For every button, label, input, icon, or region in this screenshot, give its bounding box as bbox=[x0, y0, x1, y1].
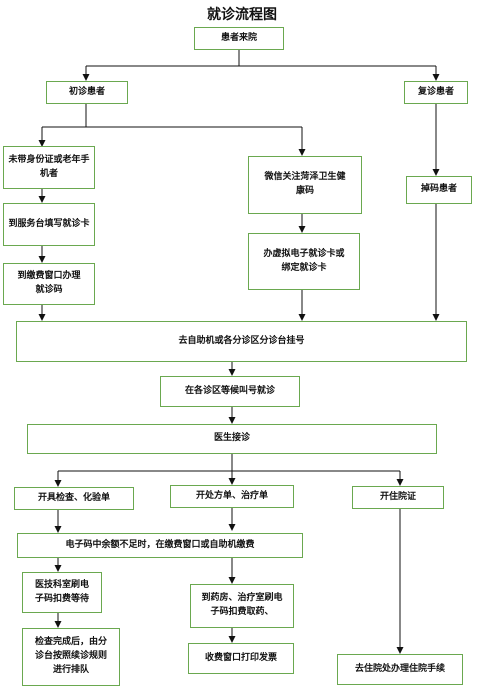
chart-title: 就诊流程图 bbox=[207, 7, 277, 23]
node-exam: 开具检查、化验单 bbox=[14, 487, 134, 510]
node-insufficient: 电子码中余额不足时，在缴费窗口或自助机缴费 bbox=[17, 533, 303, 558]
node-first-visit: 初诊患者 bbox=[46, 81, 128, 104]
node-no-id: 未带身份证或老年手机者 bbox=[3, 146, 95, 189]
node-tech-dept: 医技科室刷电子码扣费等待 bbox=[22, 572, 102, 613]
node-admission: 开住院证 bbox=[352, 486, 444, 509]
node-prescription: 开处方单、治疗单 bbox=[170, 485, 294, 508]
node-wechat: 微信关注菏泽卫生健康码 bbox=[248, 156, 362, 214]
node-inpatient: 去住院处办理住院手续 bbox=[337, 654, 463, 685]
node-register: 去自助机或各分诊区分诊台挂号 bbox=[16, 321, 467, 362]
node-print-invoice: 收费窗口打印发票 bbox=[188, 643, 294, 674]
node-exam-done: 检查完成后，由分诊台按照续诊规则进行排队 bbox=[22, 628, 120, 686]
node-virtual-card: 办虚拟电子就诊卡或绑定就诊卡 bbox=[248, 233, 360, 290]
node-return-visit: 复诊患者 bbox=[404, 81, 468, 104]
node-payment-window: 到缴费窗口办理就诊码 bbox=[3, 263, 95, 305]
node-service-desk: 到服务台填写就诊卡 bbox=[3, 203, 95, 246]
node-wait-call: 在各诊区等候叫号就诊 bbox=[160, 376, 300, 407]
node-pharmacy: 到药房、治疗室刷电子码扣费取药、 bbox=[190, 584, 294, 628]
node-scan-code: 掉码患者 bbox=[406, 176, 472, 204]
node-doctor: 医生接诊 bbox=[27, 424, 437, 454]
node-patient-arrival: 患者来院 bbox=[194, 27, 284, 50]
